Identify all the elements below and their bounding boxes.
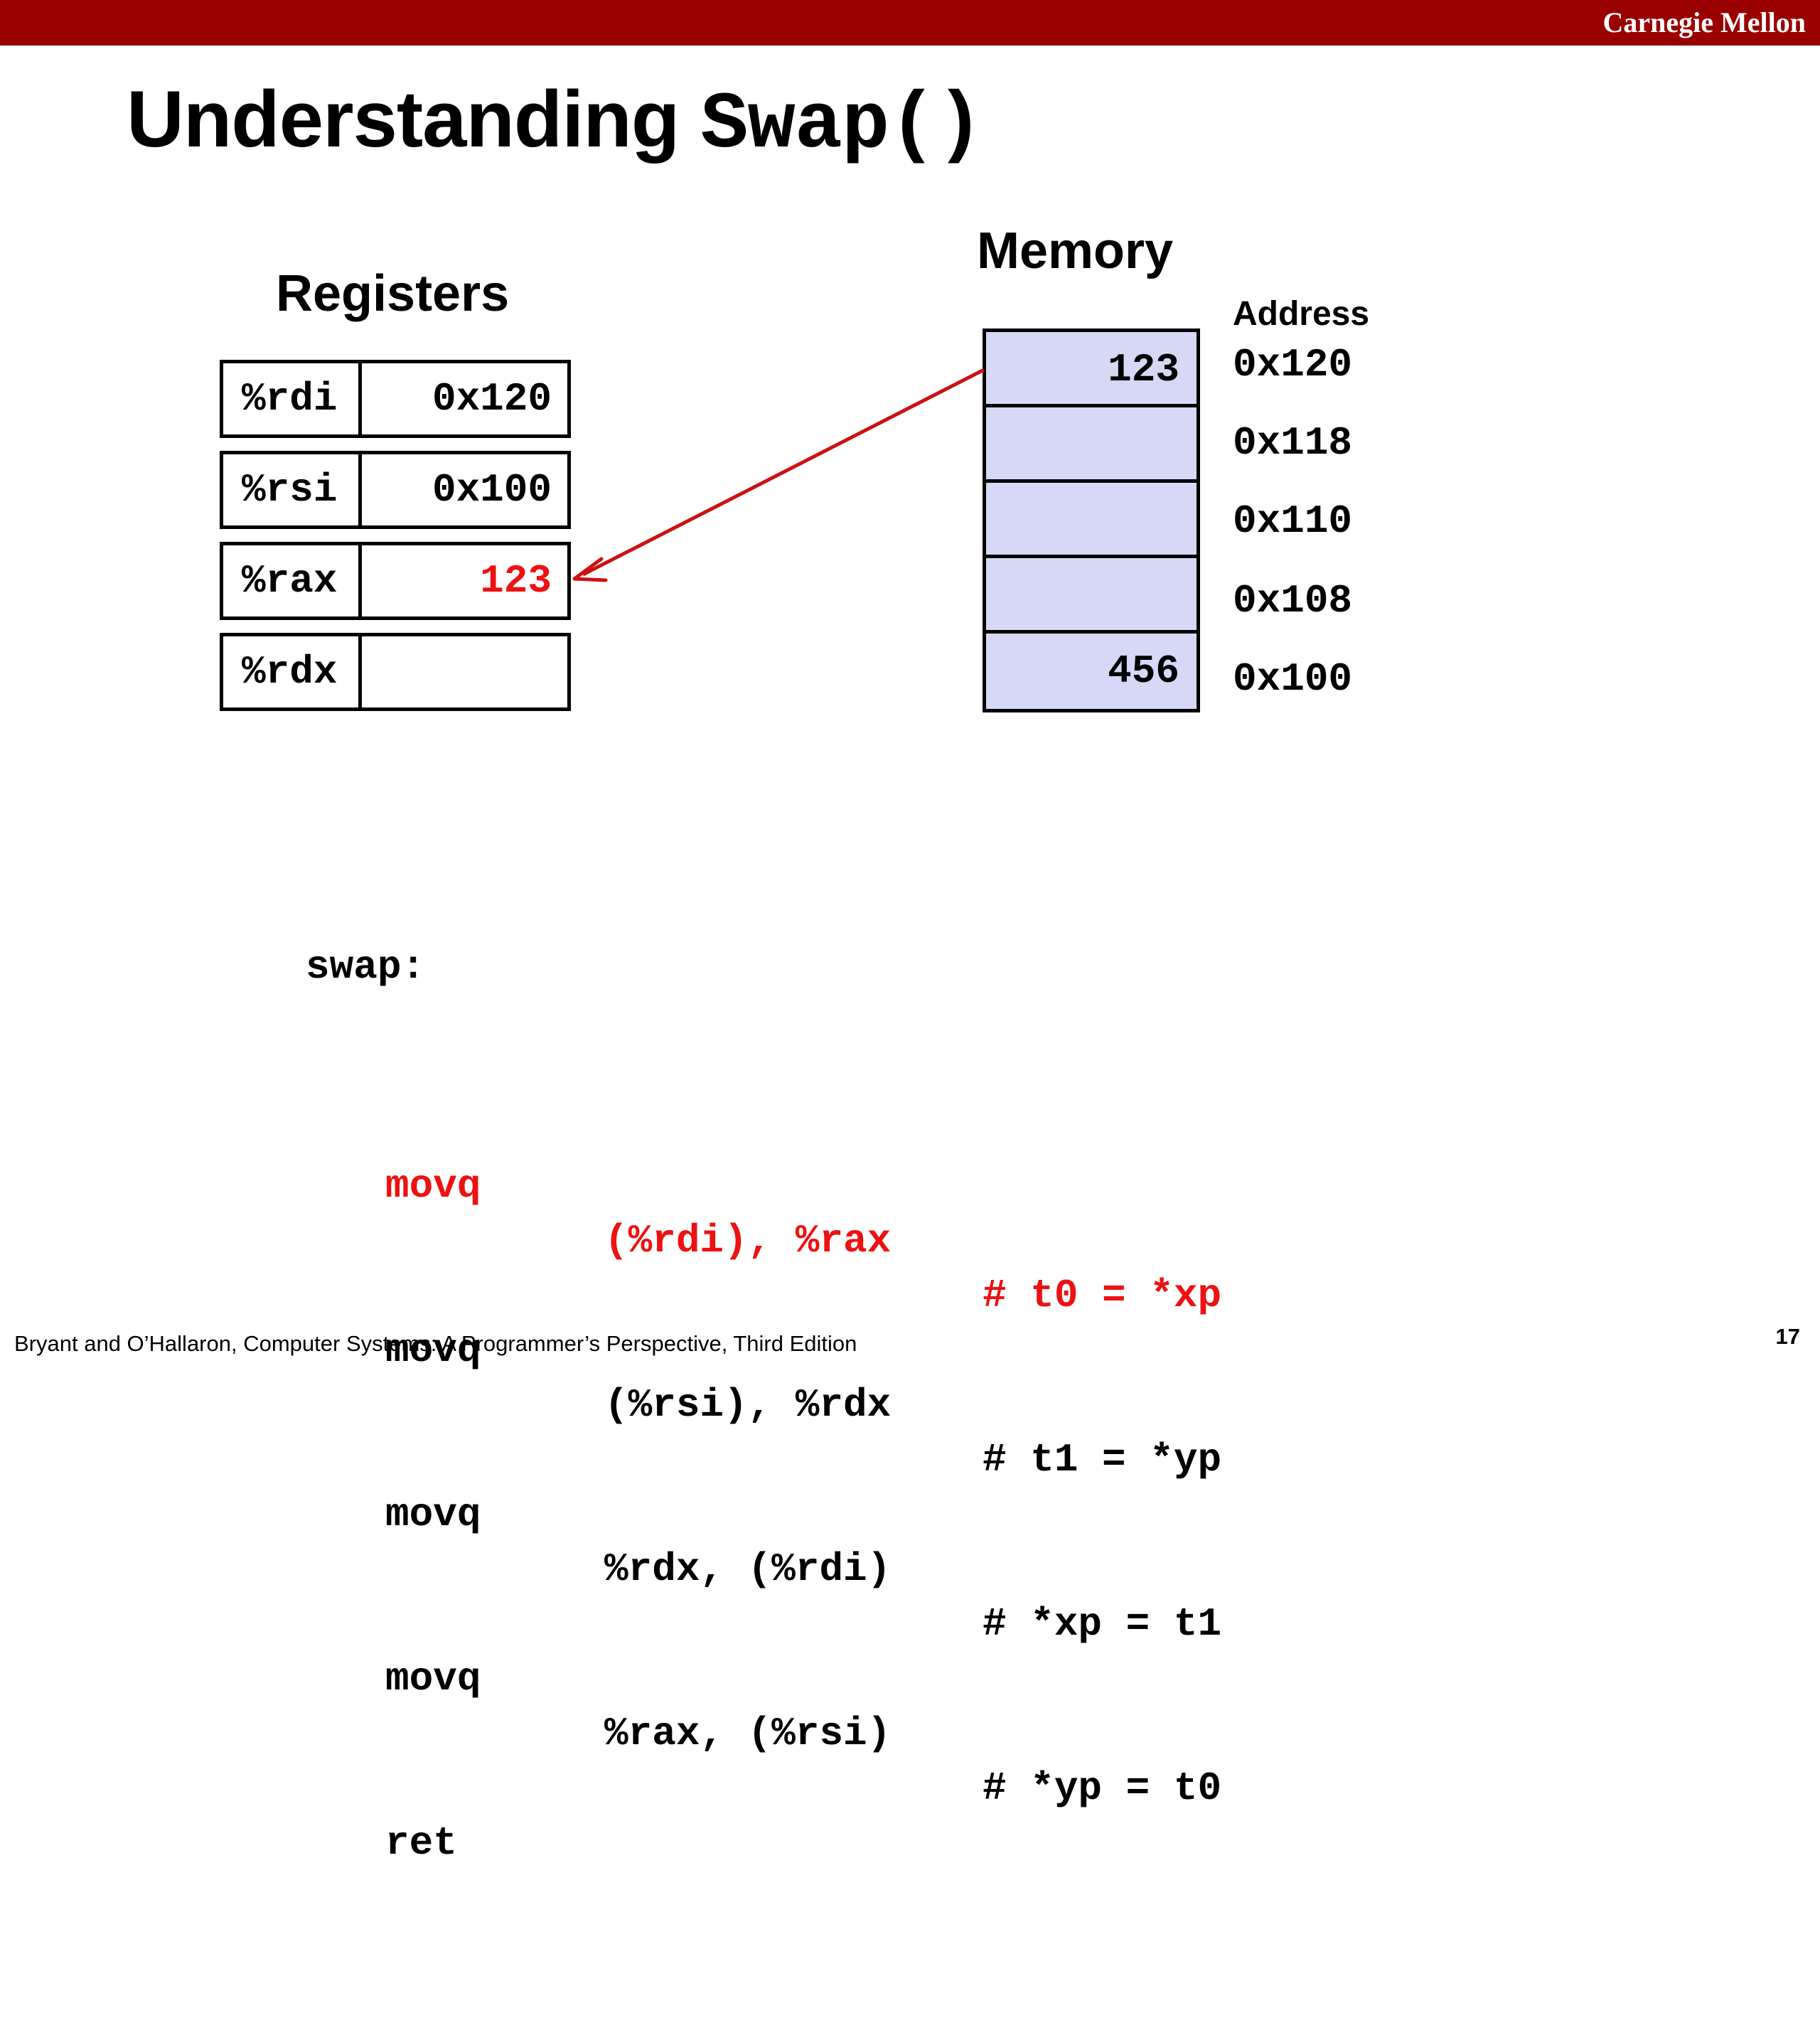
memory-address-label: 0x100 — [1233, 656, 1353, 702]
memory-address-label: 0x118 — [1233, 420, 1353, 466]
memory-cell-0x118 — [986, 407, 1197, 483]
register-name: %rdi — [223, 363, 362, 434]
memory-address-label: 0x110 — [1233, 498, 1353, 544]
code-line: movq %rdx, (%rdi) # *xp = t1 — [306, 1433, 1221, 1647]
code-line: movq %rax, (%rsi) # *yp = t0 — [306, 1597, 1221, 1811]
footer-citation: Bryant and O’Hallaron, Computer Systems:… — [14, 1331, 857, 1356]
code-args: %rax, (%rsi) — [604, 1711, 892, 1756]
memory-cell-0x100: 456 — [1108, 648, 1179, 694]
page-number: 17 — [1775, 1324, 1800, 1349]
memory-address-label: 0x120 — [1233, 342, 1353, 388]
code-op: movq — [385, 1163, 481, 1209]
header-bar: Carnegie Mellon — [0, 0, 1820, 46]
memory-heading: Memory — [977, 223, 1174, 279]
register-name: %rsi — [223, 454, 362, 525]
code-args: (%rsi), %rdx — [604, 1382, 892, 1428]
code-comment: # t1 = *yp — [983, 1437, 1222, 1483]
code-line: movq (%rdi), %rax # t0 = *xp — [306, 1104, 1221, 1318]
register-row-rsi: %rsi 0x100 — [220, 451, 571, 529]
code-args: (%rdi), %rax — [604, 1218, 892, 1264]
memory-block: 123 456 — [983, 329, 1200, 712]
arrow-line — [582, 368, 985, 577]
memory-cell-0x120: 123 — [986, 332, 1197, 407]
register-row-rdx: %rdx — [220, 633, 571, 711]
memory-cell-0x108 — [986, 558, 1197, 634]
register-value: 0x100 — [432, 467, 552, 513]
address-heading: Address — [1233, 295, 1370, 333]
brand-logo-text: Carnegie Mellon — [1602, 6, 1806, 38]
memory-cell-0x110 — [986, 483, 1197, 558]
code-label: swap: — [306, 944, 426, 990]
register-row-rax: %rax 123 — [220, 542, 571, 620]
register-name: %rax — [223, 545, 362, 616]
slide-title: Understanding Swap() — [127, 70, 984, 176]
code-op: movq — [385, 1656, 481, 1702]
code-comment: # *xp = t1 — [983, 1601, 1222, 1647]
register-value: 123 — [480, 558, 552, 604]
code-op: movq — [385, 1492, 481, 1537]
code-comment: # t0 = *xp — [983, 1273, 1222, 1318]
slide-title-code: Swap() — [700, 80, 983, 171]
code-args: %rdx, (%rdi) — [604, 1547, 892, 1592]
code-line: ret — [306, 1761, 457, 1866]
registers-heading: Registers — [276, 265, 510, 322]
register-value: 0x120 — [432, 376, 552, 422]
memory-address-label: 0x108 — [1233, 578, 1353, 624]
register-row-rdi: %rdi 0x120 — [220, 360, 571, 438]
register-name: %rdx — [223, 636, 362, 707]
slide-title-text: Understanding — [127, 75, 701, 164]
code-line: movq (%rsi), %rdx # t1 = *yp — [306, 1268, 1221, 1483]
code-op: ret — [385, 1820, 457, 1866]
arrow-head-icon — [572, 557, 608, 582]
code-comment: # *yp = t0 — [983, 1766, 1222, 1811]
